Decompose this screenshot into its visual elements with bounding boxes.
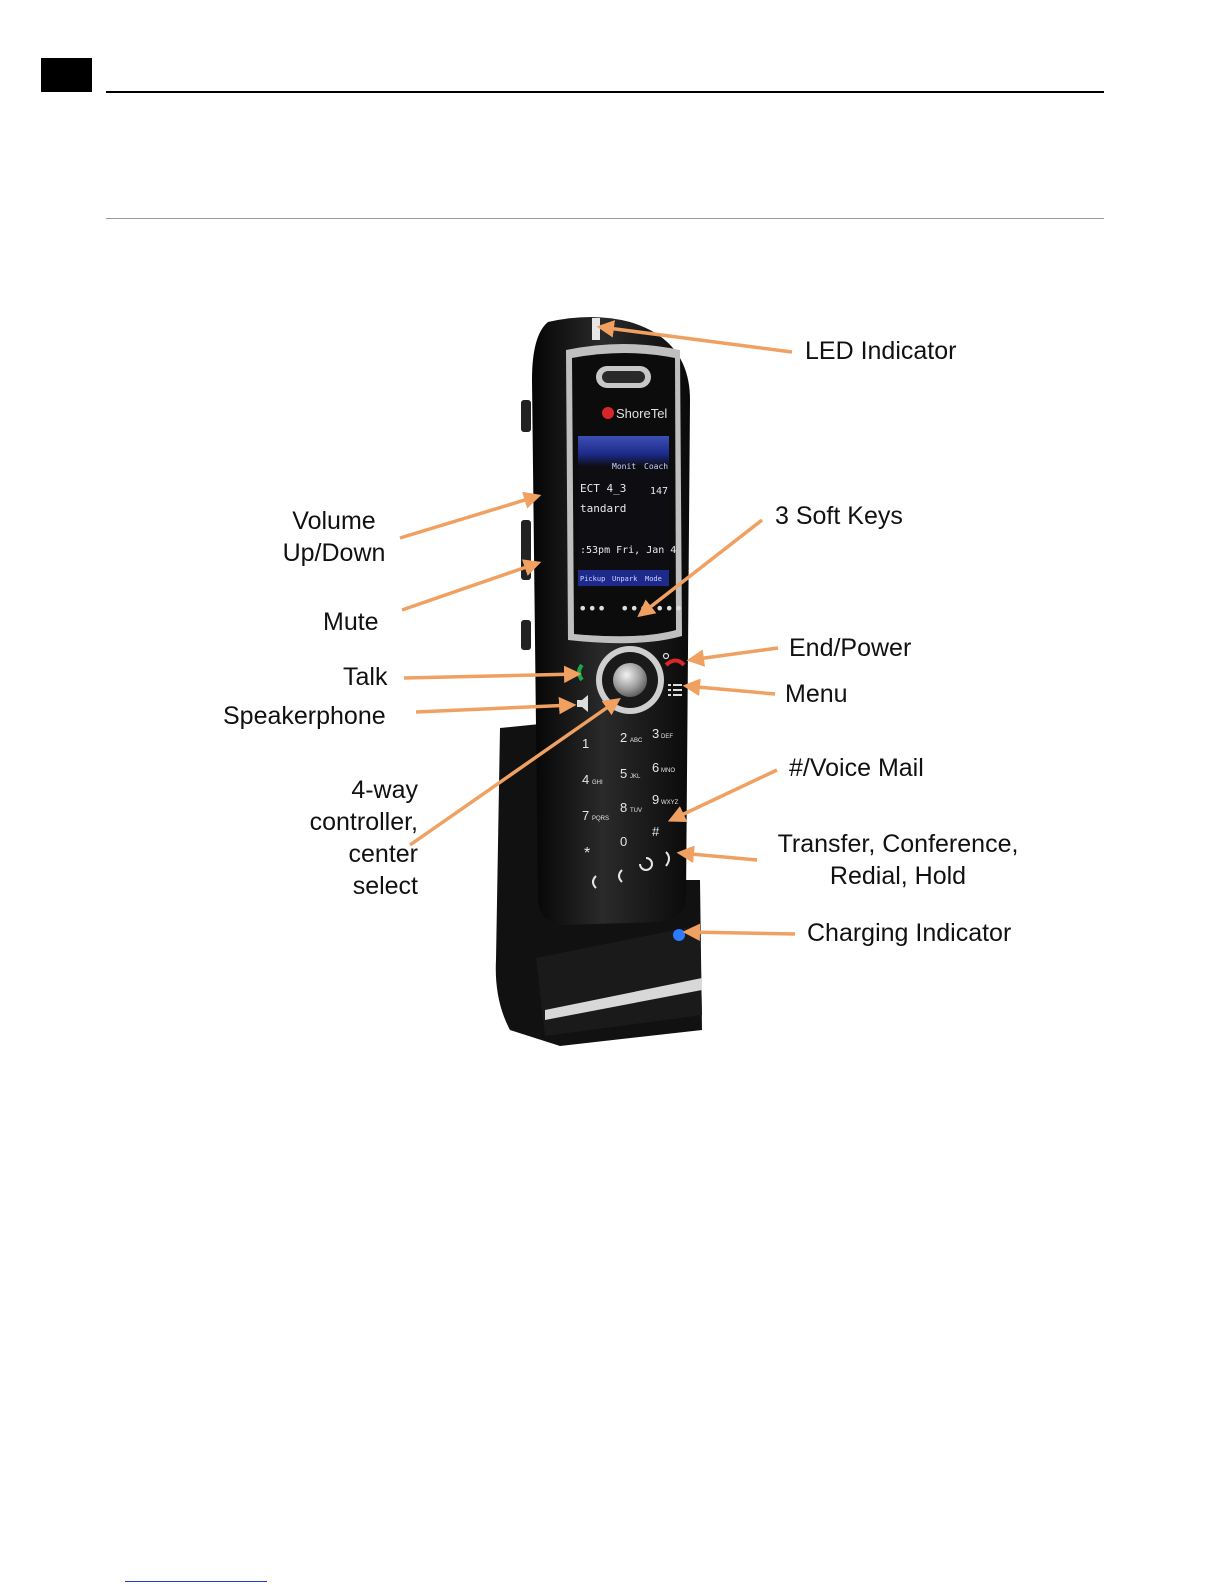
- arrow-transfer: [676, 845, 758, 863]
- label-transfer: Transfer, Conference, Redial, Hold: [765, 828, 1031, 892]
- soft-key-right[interactable]: •••: [655, 599, 683, 618]
- key-6[interactable]: 6: [652, 760, 659, 775]
- header-rule: [106, 91, 1104, 93]
- svg-text:DEF: DEF: [661, 734, 673, 740]
- arrow-soft-keys: [637, 518, 764, 618]
- svg-text:Pickup: Pickup: [580, 575, 605, 583]
- svg-text:Unpark: Unpark: [612, 575, 638, 583]
- svg-text:ShoreTel: ShoreTel: [616, 406, 667, 421]
- key-star[interactable]: *: [584, 845, 590, 862]
- arrow-mute: [401, 559, 542, 612]
- label-menu: Menu: [785, 680, 848, 708]
- label-controller-line-1: 4-way: [351, 776, 418, 804]
- hold-icon[interactable]: [665, 851, 670, 867]
- charging-led: [673, 929, 685, 941]
- svg-text:WXYZ: WXYZ: [661, 800, 679, 806]
- svg-text:ABC: ABC: [630, 738, 643, 744]
- conference-icon[interactable]: [618, 869, 623, 883]
- label-controller-line-2: controller,: [309, 808, 418, 836]
- key-0[interactable]: 0: [620, 834, 627, 849]
- label-talk: Talk: [343, 663, 388, 691]
- arrow-charging: [682, 923, 796, 942]
- svg-text:GHI: GHI: [592, 780, 603, 786]
- key-hash[interactable]: #: [652, 824, 660, 839]
- svg-text:147: 147: [650, 486, 668, 497]
- key-2[interactable]: 2: [620, 730, 627, 745]
- key-3[interactable]: 3: [652, 726, 659, 741]
- svg-text:MNO: MNO: [661, 768, 675, 774]
- svg-text:JKL: JKL: [630, 774, 641, 780]
- label-transfer-line-2: Redial, Hold: [829, 862, 967, 890]
- svg-text:ECT 4_3: ECT 4_3: [580, 482, 626, 495]
- arrow-speakerphone: [415, 696, 577, 715]
- center-select-button[interactable]: [613, 663, 647, 697]
- svg-text:PQRS: PQRS: [592, 816, 609, 822]
- arrow-led-indicator: [596, 320, 793, 354]
- key-7[interactable]: 7: [582, 808, 589, 823]
- key-1[interactable]: 1: [582, 736, 589, 751]
- redial-icon[interactable]: [639, 857, 653, 871]
- label-mute: Mute: [323, 608, 379, 636]
- svg-text:Coach: Coach: [644, 462, 668, 471]
- label-volume-line-2: Up/Down: [282, 539, 386, 567]
- handset-screen: [578, 436, 669, 588]
- soft-key-left[interactable]: •••: [578, 599, 606, 618]
- label-speakerphone: Speakerphone: [223, 702, 386, 730]
- svg-text:Mode: Mode: [645, 575, 662, 583]
- speakerphone-icon[interactable]: [577, 695, 588, 712]
- arrow-end-power: [686, 646, 779, 667]
- arrow-menu: [682, 678, 776, 696]
- section-rule: [106, 218, 1104, 219]
- label-volume-line-1: Volume: [292, 507, 376, 535]
- handset: ShoreTel Monit Coach ECT 4_3 147 tandard…: [521, 317, 690, 925]
- label-controller: 4-way controller, center select: [290, 774, 418, 902]
- svg-text:tandard: tandard: [580, 502, 626, 515]
- menu-icon[interactable]: [668, 684, 682, 696]
- arrow-talk: [403, 665, 582, 684]
- key-9[interactable]: 9: [652, 792, 659, 807]
- label-voice-mail: #/Voice Mail: [789, 754, 924, 782]
- key-4[interactable]: 4: [582, 772, 589, 787]
- label-soft-keys: 3 Soft Keys: [775, 502, 903, 530]
- led-indicator: [592, 318, 600, 340]
- label-end-power: End/Power: [789, 634, 912, 662]
- transfer-icon[interactable]: [592, 875, 597, 889]
- shoretel-logo-icon: [602, 407, 614, 419]
- svg-text:Monit: Monit: [612, 462, 636, 471]
- end-power-icon[interactable]: [664, 658, 686, 667]
- soft-key-middle[interactable]: •••: [620, 599, 648, 618]
- label-led-indicator: LED Indicator: [805, 337, 957, 365]
- label-controller-line-3: center: [348, 840, 418, 868]
- label-charging: Charging Indicator: [807, 919, 1012, 947]
- label-transfer-line-1: Transfer, Conference,: [777, 830, 1019, 858]
- label-controller-line-4: select: [352, 872, 418, 900]
- arrow-volume: [399, 491, 542, 540]
- key-8[interactable]: 8: [620, 800, 627, 815]
- arrow-voice-mail: [667, 768, 778, 822]
- arrow-controller: [408, 697, 621, 847]
- svg-text:TUV: TUV: [630, 808, 642, 814]
- svg-text::53pm Fri, Jan 4: :53pm Fri, Jan 4: [580, 545, 676, 556]
- key-5[interactable]: 5: [620, 766, 627, 781]
- page-tab-marker: [41, 58, 92, 92]
- footer-link-rule: [125, 1581, 267, 1582]
